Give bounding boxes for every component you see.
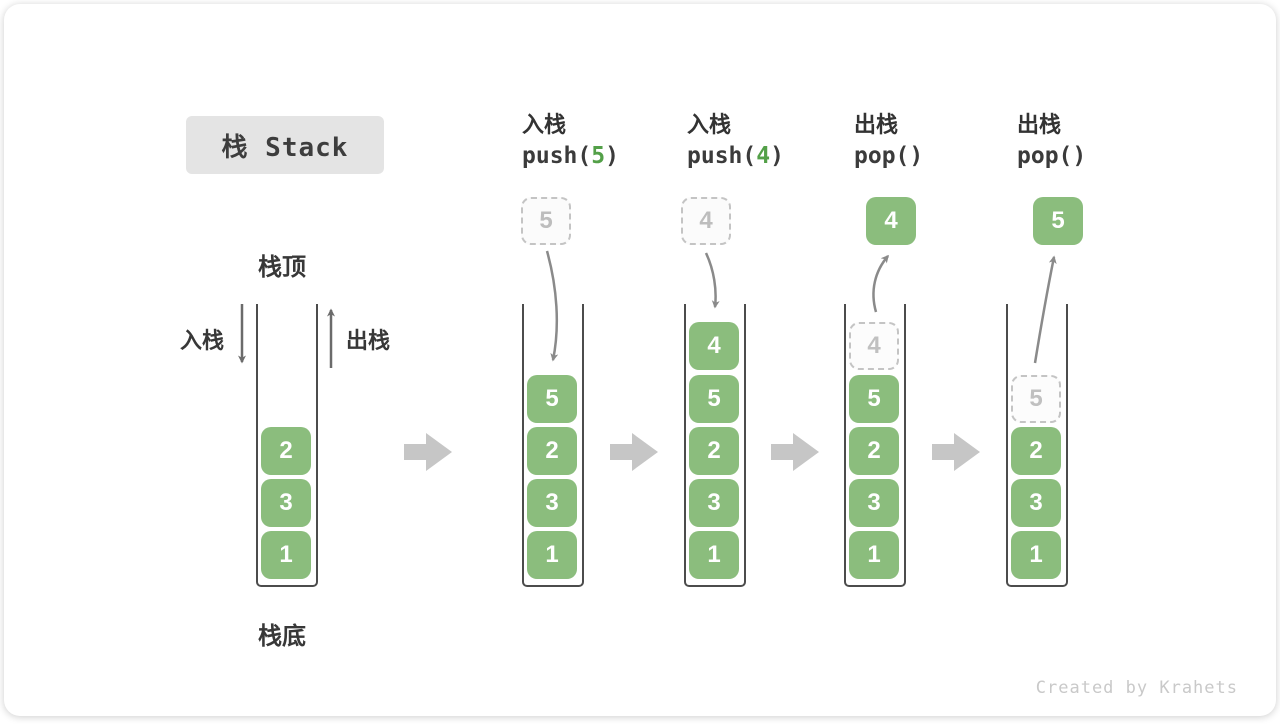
popped-box-4: 4: [866, 197, 916, 245]
code-label: pop(): [1017, 140, 1086, 172]
stack-cell: 1: [1011, 531, 1061, 579]
stack-bottom-label: 栈底: [258, 623, 306, 650]
stack-container-pop-5: 5 2 3 1: [1006, 304, 1068, 587]
op-label: 出栈: [1017, 112, 1062, 137]
header-push-5: 入栈 push(5): [522, 110, 619, 172]
stack-cell: 3: [261, 479, 311, 527]
stack-cell: 4: [689, 322, 739, 370]
code-label: push(4): [687, 140, 784, 172]
code-label: pop(): [854, 140, 923, 172]
header-pop-5: 出栈 pop(): [1017, 110, 1086, 172]
op-label: 入栈: [522, 112, 567, 137]
code-pre: pop(): [1017, 143, 1087, 169]
stack-cell: 2: [689, 427, 739, 475]
stack-container-initial: 2 3 1: [256, 304, 318, 587]
stack-container-push-4: 4 5 2 3 1: [684, 304, 746, 587]
code-pre: push(: [687, 143, 757, 169]
code-arg: 4: [756, 143, 771, 169]
stack-container-pop-4: 4 5 2 3 1: [844, 304, 906, 587]
diagram-card: 栈 Stack 入栈 push(5) 入栈 push(4) 出栈 pop() 出…: [4, 4, 1276, 716]
stack-cell: 3: [849, 479, 899, 527]
stack-cell: 5: [527, 375, 577, 423]
stack-cell: 1: [261, 531, 311, 579]
stack-cell: 5: [849, 375, 899, 423]
diagram-title: 栈 Stack: [186, 116, 384, 174]
pop-side-label: 出栈: [346, 328, 391, 353]
push-4-flow-arrow: [704, 252, 720, 309]
code-arg: 5: [591, 143, 606, 169]
stack-cell: 1: [527, 531, 577, 579]
stack-cell-ghost: 4: [849, 322, 899, 370]
header-push-4: 入栈 push(4): [687, 110, 784, 172]
code-label: push(5): [522, 140, 619, 172]
stack-cell: 2: [1011, 427, 1061, 475]
stack-cell: 2: [527, 427, 577, 475]
push-source-box-5: 5: [521, 197, 571, 245]
code-post: ): [605, 143, 619, 169]
stack-cell: 1: [689, 531, 739, 579]
stack-cell: 3: [1011, 479, 1061, 527]
code-pre: push(: [522, 143, 592, 169]
op-label: 出栈: [854, 112, 899, 137]
code-pre: pop(): [854, 143, 924, 169]
stack-cell: 2: [261, 427, 311, 475]
op-label: 入栈: [687, 112, 732, 137]
stack-cell: 3: [527, 479, 577, 527]
stack-cell-ghost: 5: [1011, 375, 1061, 423]
code-post: ): [770, 143, 784, 169]
arrows-overlay: [238, 250, 1057, 471]
header-pop-4: 出栈 pop(): [854, 110, 923, 172]
stack-top-label: 栈顶: [258, 254, 306, 281]
stack-cell: 3: [689, 479, 739, 527]
push-side-label: 入栈: [180, 328, 225, 353]
watermark: Created by Krahets: [1035, 678, 1238, 698]
stack-cell: 5: [689, 375, 739, 423]
stack-cell: 1: [849, 531, 899, 579]
popped-box-5: 5: [1033, 197, 1083, 245]
stack-container-push-5: 5 2 3 1: [522, 304, 584, 587]
stack-cell: 2: [849, 427, 899, 475]
push-source-box-4: 4: [681, 197, 731, 245]
